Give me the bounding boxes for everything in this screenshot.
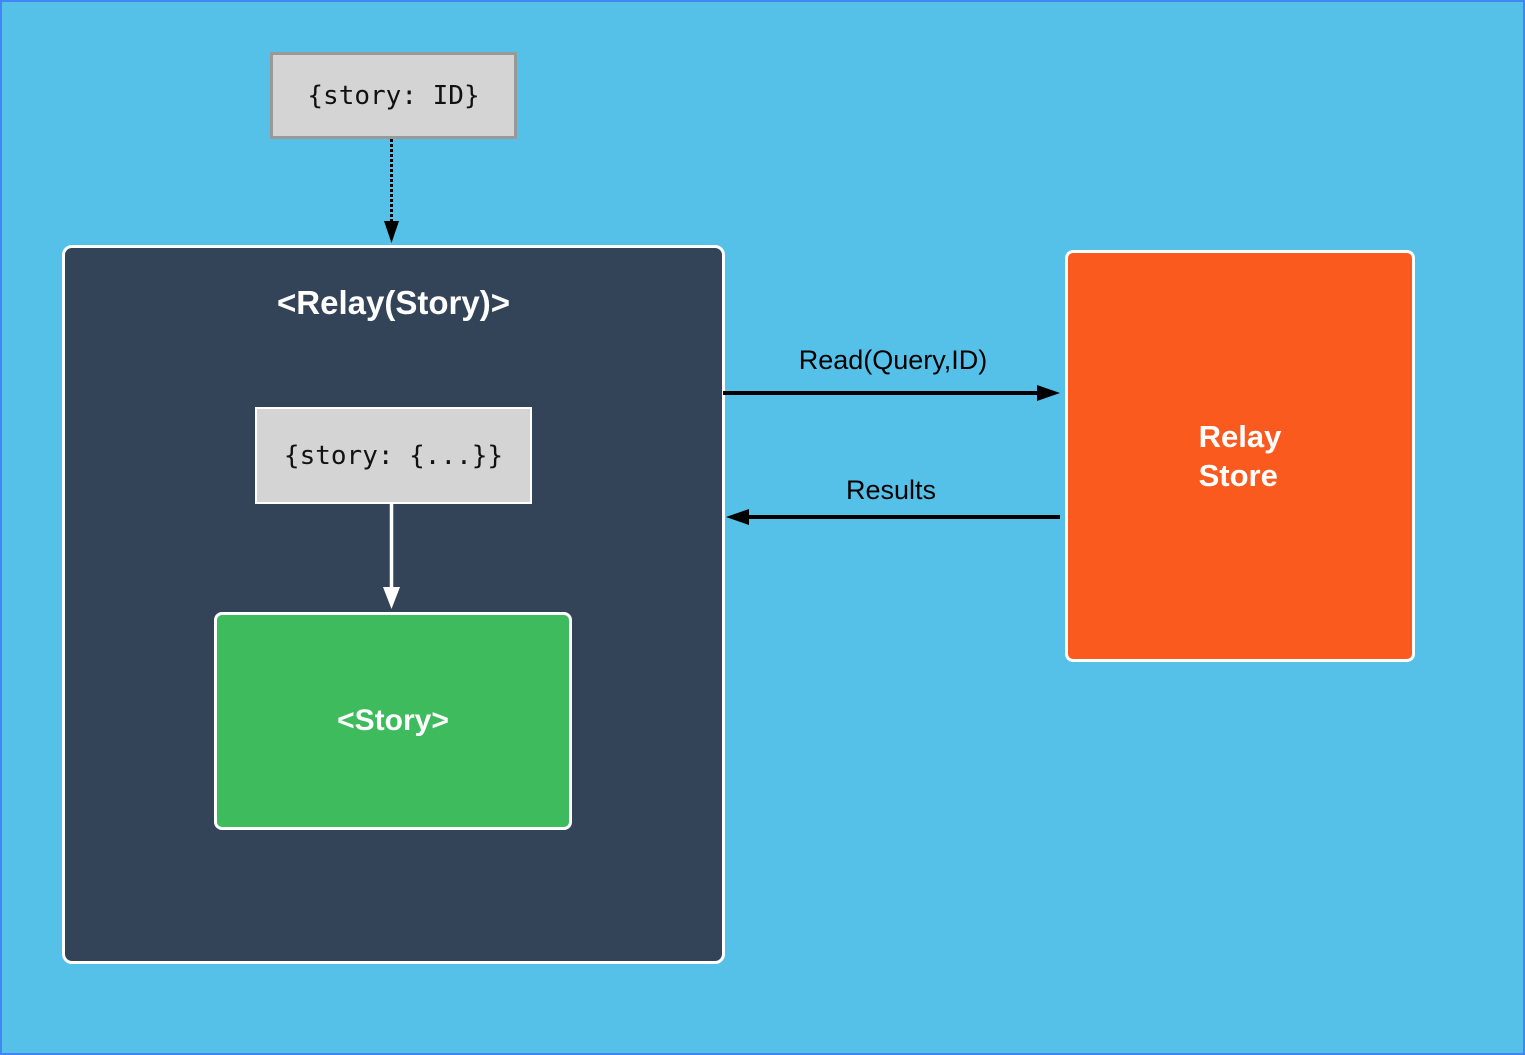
arrow-down-dotted-icon <box>384 139 399 243</box>
relay-container-title: <Relay(Story)> <box>277 284 510 321</box>
story-component-node: <Story> <box>214 612 572 830</box>
props-node: {story: {...}} <box>255 407 532 504</box>
relay-store-label: Relay Store <box>1198 419 1282 493</box>
results-edge-label: Results <box>845 475 937 505</box>
query-input-node: {story: ID} <box>270 52 517 139</box>
query-input-label: {story: ID} <box>307 80 480 111</box>
props-label: {story: {...}} <box>283 440 504 471</box>
story-component-label: <Story> <box>337 704 449 737</box>
arrow-right-icon <box>723 385 1060 401</box>
relay-container-node: <Relay(Story)> <box>62 245 725 964</box>
relay-store-node: Relay Store <box>1065 250 1415 662</box>
arrow-left-icon <box>726 509 1060 525</box>
read-edge-label: Read(Query,ID) <box>798 345 988 375</box>
